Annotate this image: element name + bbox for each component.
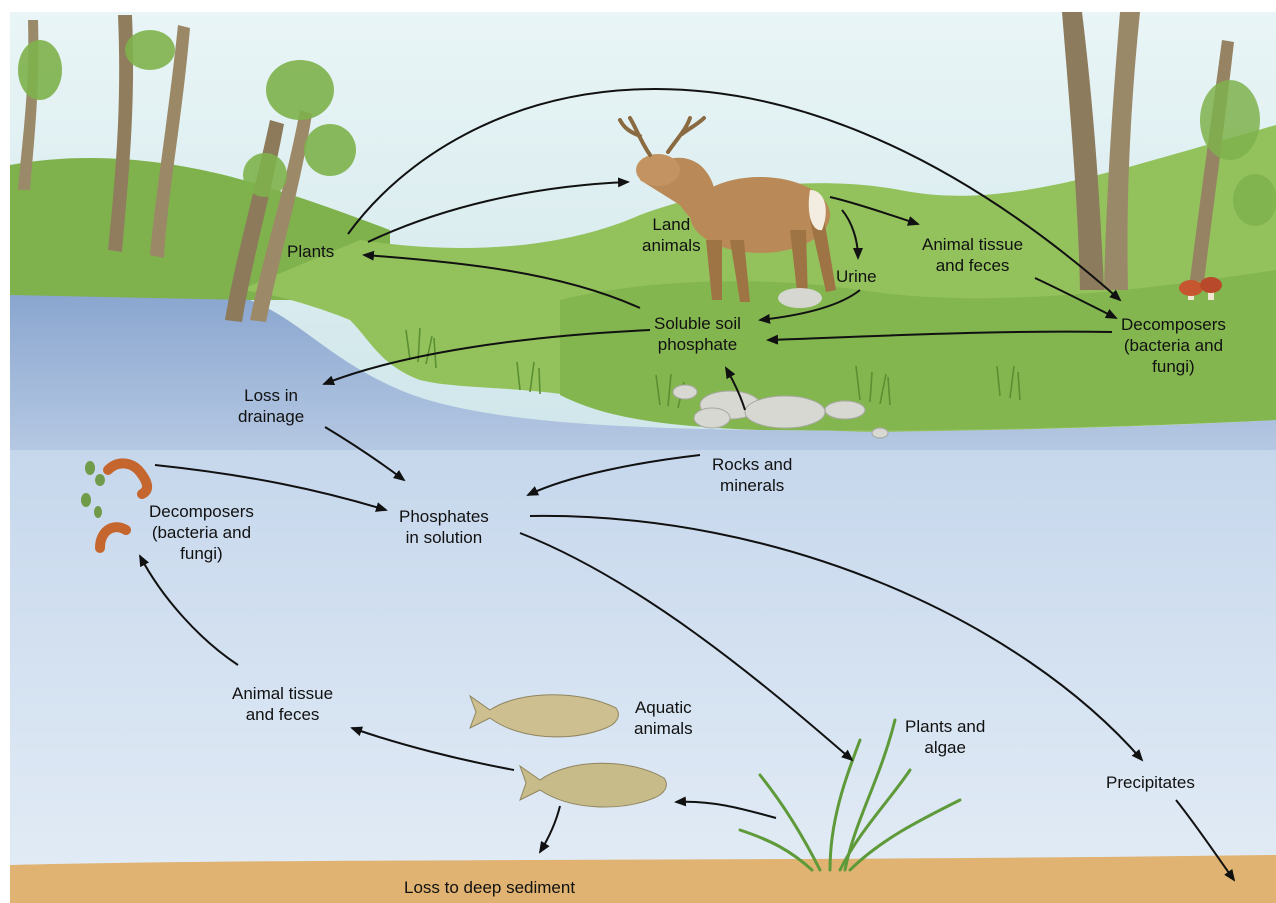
label-urine: Urine: [836, 266, 877, 287]
label-animal-tissue-land: Animal tissue and feces: [922, 234, 1023, 276]
label-plants-and-algae: Plants and algae: [905, 716, 985, 758]
label-rocks-and-minerals: Rocks and minerals: [712, 454, 792, 496]
label-decomposers-water: Decomposers (bacteria and fungi): [149, 501, 254, 564]
label-precipitates: Precipitates: [1106, 772, 1195, 793]
label-loss-in-drainage: Loss in drainage: [238, 385, 304, 427]
label-animal-tissue-water: Animal tissue and feces: [232, 683, 333, 725]
label-land-animals: Land animals: [642, 214, 701, 256]
label-soluble-soil-phosphate: Soluble soil phosphate: [654, 313, 741, 355]
label-loss-to-deep-sediment: Loss to deep sediment: [404, 877, 575, 898]
label-aquatic-animals: Aquatic animals: [634, 697, 693, 739]
label-plants: Plants: [287, 241, 334, 262]
label-decomposers-land: Decomposers (bacteria and fungi): [1121, 314, 1226, 377]
label-phosphates-in-solution: Phosphates in solution: [399, 506, 489, 548]
